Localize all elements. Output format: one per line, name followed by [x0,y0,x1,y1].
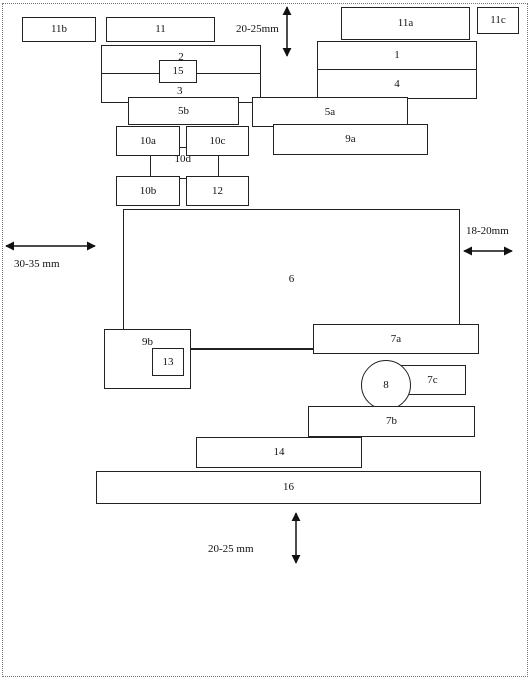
page-border [2,3,528,677]
connector-line [191,348,313,349]
box-1: 1 [317,41,477,70]
box-7a: 7a [313,324,479,354]
box-9b-label: 9b [142,336,153,348]
box-10a: 10a [116,126,180,156]
box-13: 13 [152,348,184,376]
box-10d-label: 10d [174,153,192,165]
box-2-label: 2 [178,51,184,63]
top-margin-label: 20-25mm [236,23,279,35]
box-10b: 10b [116,176,180,206]
box-9a: 9a [273,124,428,155]
box-4: 4 [317,69,477,99]
box-3-label: 3 [177,85,183,97]
box-11a: 11a [341,7,470,40]
box-10c: 10c [186,126,249,156]
box-16: 16 [96,471,481,504]
box-11: 11 [106,17,215,42]
box-15: 15 [159,60,197,83]
right-margin-label: 18-20mm [466,225,509,237]
box-7b: 7b [308,406,475,437]
box-11b: 11b [22,17,96,42]
left-margin-label: 30-35 mm [14,258,60,270]
box-5b: 5b [128,97,239,125]
box-5a: 5a [252,97,408,127]
bottom-margin-label: 20-25 mm [208,543,254,555]
box-12: 12 [186,176,249,206]
box-14: 14 [196,437,362,468]
box-11c: 11c [477,7,519,34]
